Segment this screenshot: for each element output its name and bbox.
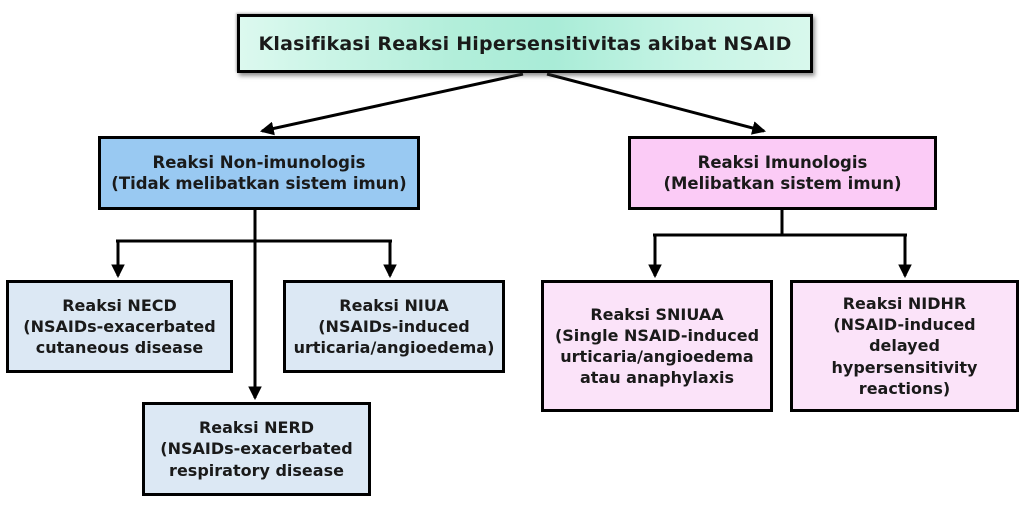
node-reaksi-sniuaa: Reaksi SNIUAA (Single NSAID-induced urti…: [541, 280, 773, 412]
diagram-title: Klasifikasi Reaksi Hipersensitivitas aki…: [237, 14, 813, 73]
node-reaksi-nerd: Reaksi NERD (NSAIDs-exacerbated respirat…: [142, 402, 371, 496]
node-reaksi-non-imunologis: Reaksi Non-imunologis (Tidak melibatkan …: [98, 136, 420, 210]
node-reaksi-imunologis: Reaksi Imunologis (Melibatkan sistem imu…: [628, 136, 937, 210]
node-reaksi-niua: Reaksi NIUA (NSAIDs-induced urticaria/an…: [283, 280, 505, 373]
node-reaksi-necd: Reaksi NECD (NSAIDs-exacerbated cutaneou…: [6, 280, 233, 373]
node-reaksi-nidhr: Reaksi NIDHR (NSAID-induced delayed hype…: [790, 280, 1019, 412]
